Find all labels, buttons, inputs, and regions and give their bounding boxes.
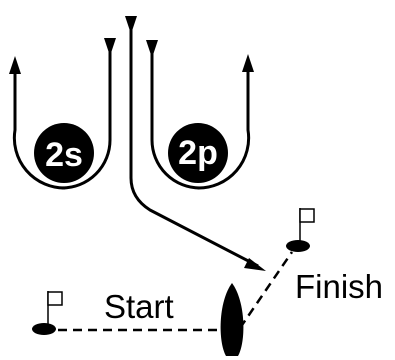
- center-top-arrowhead: [125, 16, 137, 34]
- right-u-turn-arrowhead: [242, 54, 254, 72]
- finish-approach-arrowhead: [244, 258, 266, 271]
- left-u-turn-path: [12, 50, 112, 190]
- boat-icon: [220, 283, 244, 356]
- finish-line: [238, 251, 294, 329]
- badge-2s: [34, 123, 94, 183]
- badge-2p-label: 2p: [178, 134, 218, 172]
- badge-2p: [168, 123, 228, 183]
- finish-flag-buoy-icon: [286, 208, 315, 252]
- center-course-path: [129, 28, 259, 268]
- left-track-arrowhead: [104, 38, 116, 56]
- right-u-turn-path: [150, 52, 251, 190]
- start-flag-buoy-icon: [32, 291, 63, 335]
- left-u-turn-arrowhead: [9, 56, 21, 74]
- finish-label: Finish: [295, 268, 383, 305]
- start-label: Start: [104, 288, 174, 325]
- right-track-arrowhead: [146, 40, 158, 58]
- badge-2s-label: 2s: [45, 136, 83, 174]
